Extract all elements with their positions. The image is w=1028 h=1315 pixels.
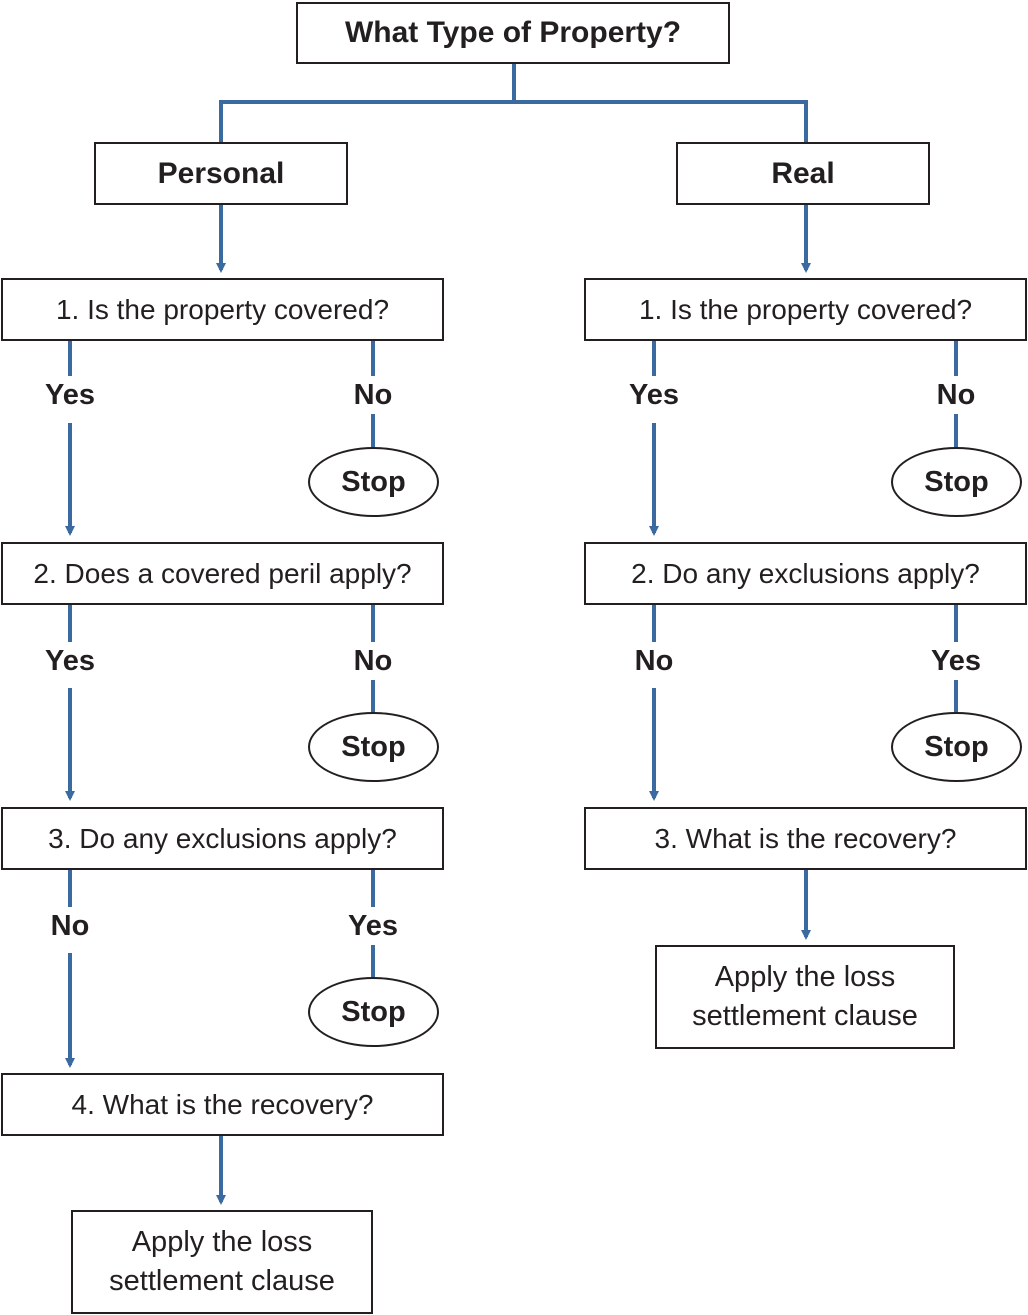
personal-q3-stop: Stop [308,977,439,1047]
real-header-box: Real [676,142,930,205]
personal-q4-box: 4. What is the recovery? [1,1073,444,1136]
personal-q1-text: 1. Is the property covered? [55,293,390,325]
personal-q3-text: 3. Do any exclusions apply? [48,822,397,854]
personal-q2-stop: Stop [308,712,439,782]
personal-final-line1: Apply the loss [131,1225,313,1258]
real-q1-box: 1. Is the property covered? [584,278,1027,341]
personal-final-box: Apply the loss settlement clause [71,1210,373,1314]
real-q2-yes-label: Yes [906,642,1006,680]
root-question-text: What Type of Property? [344,16,682,49]
root-question-box: What Type of Property? [296,2,730,64]
personal-q1-box: 1. Is the property covered? [1,278,444,341]
real-final-line1: Apply the loss [714,960,896,993]
personal-q3-no-label: No [20,907,120,945]
real-q1-no-label: No [906,376,1006,414]
real-q3-text: 3. What is the recovery? [654,822,957,854]
personal-q1-no-label: No [323,376,423,414]
personal-q2-yes-label: Yes [20,642,120,680]
connector-root-branches [219,100,808,142]
personal-q4-text: 4. What is the recovery? [71,1088,374,1120]
personal-q2-text: 2. Does a covered peril apply? [33,557,412,589]
real-q2-stop: Stop [891,712,1022,782]
real-q1-yes-label: Yes [604,376,704,414]
personal-q2-box: 2. Does a covered peril apply? [1,542,444,605]
connectors [65,64,958,1205]
personal-q1-stop: Stop [308,447,439,517]
personal-q3-box: 3. Do any exclusions apply? [1,807,444,870]
personal-q1-yes-label: Yes [20,376,120,414]
real-q2-no-label: No [604,642,704,680]
real-final-box: Apply the loss settlement clause [655,945,955,1049]
real-q3-box: 3. What is the recovery? [584,807,1027,870]
personal-header-box: Personal [94,142,348,205]
personal-final-line2: settlement clause [109,1265,335,1297]
real-q2-box: 2. Do any exclusions apply? [584,542,1027,605]
real-q2-text: 2. Do any exclusions apply? [631,557,980,589]
real-final-line2: settlement clause [692,1000,918,1032]
real-header-text: Real [771,156,835,190]
personal-q3-yes-label: Yes [323,907,423,945]
real-q1-text: 1. Is the property covered? [638,293,973,325]
personal-header-text: Personal [157,156,285,190]
personal-q2-no-label: No [323,642,423,680]
real-q1-stop: Stop [891,447,1022,517]
